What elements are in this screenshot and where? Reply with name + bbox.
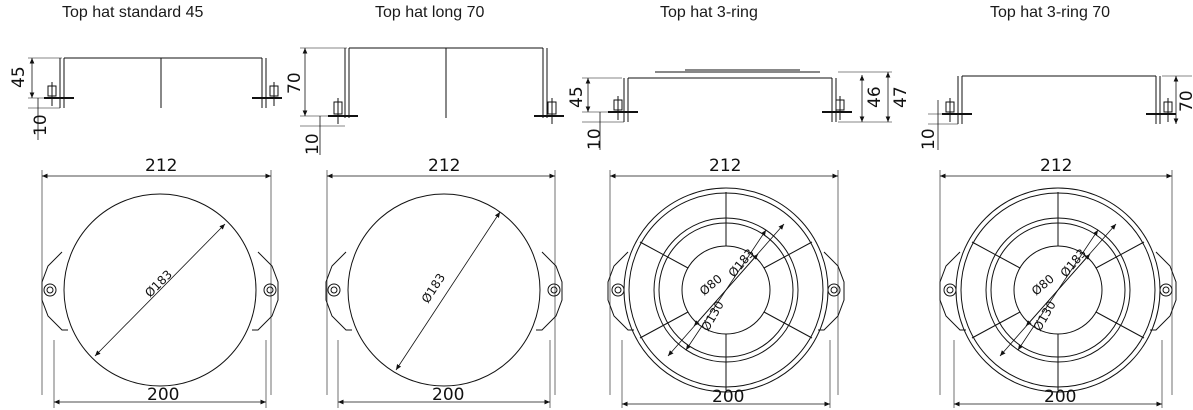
dim-height-main: 45 [9,66,29,88]
panel-title: Top hat 3-ring 70 [990,4,1111,21]
top-view [607,170,845,408]
dim-width-top: 212 [428,156,460,176]
side-view [582,69,892,150]
top-view [939,170,1177,408]
panel-title: Top hat standard 45 [62,4,204,21]
dim-height-extra: 70 [1177,90,1193,112]
dim-width-bottom: 200 [432,385,464,405]
top-view [41,170,279,408]
dim-width-bottom: 200 [712,387,744,407]
dim-height-base: 10 [31,114,51,136]
dim-diameter: Ø183 [726,246,758,280]
dim-diameter: Ø80 [697,272,725,299]
top-view [325,170,563,408]
dim-width-bottom: 200 [147,385,179,405]
dim-width-top: 212 [709,156,741,176]
dim-height-extra: 46 [865,86,885,108]
dim-height-base: 10 [919,128,939,150]
dim-height-base: 10 [303,133,323,155]
dim-diameter: Ø80 [1029,272,1057,299]
dim-width-bottom: 200 [1044,387,1076,407]
dim-diameter: Ø183 [419,271,448,306]
side-view [928,75,1192,150]
side-view [28,57,282,140]
panel-title: Top hat long 70 [375,4,485,21]
dim-height-main: 45 [567,86,587,108]
dim-width-top: 212 [145,156,177,176]
dim-height-base: 10 [585,128,605,150]
dim-diameter: Ø183 [1058,246,1090,280]
dim-height-extra: 47 [891,86,911,108]
dim-diameter: Ø183 [142,267,175,300]
side-view [300,47,564,155]
dim-width-top: 212 [1040,156,1072,176]
panel-title: Top hat 3-ring [660,4,758,21]
dim-height-main: 70 [285,72,305,94]
